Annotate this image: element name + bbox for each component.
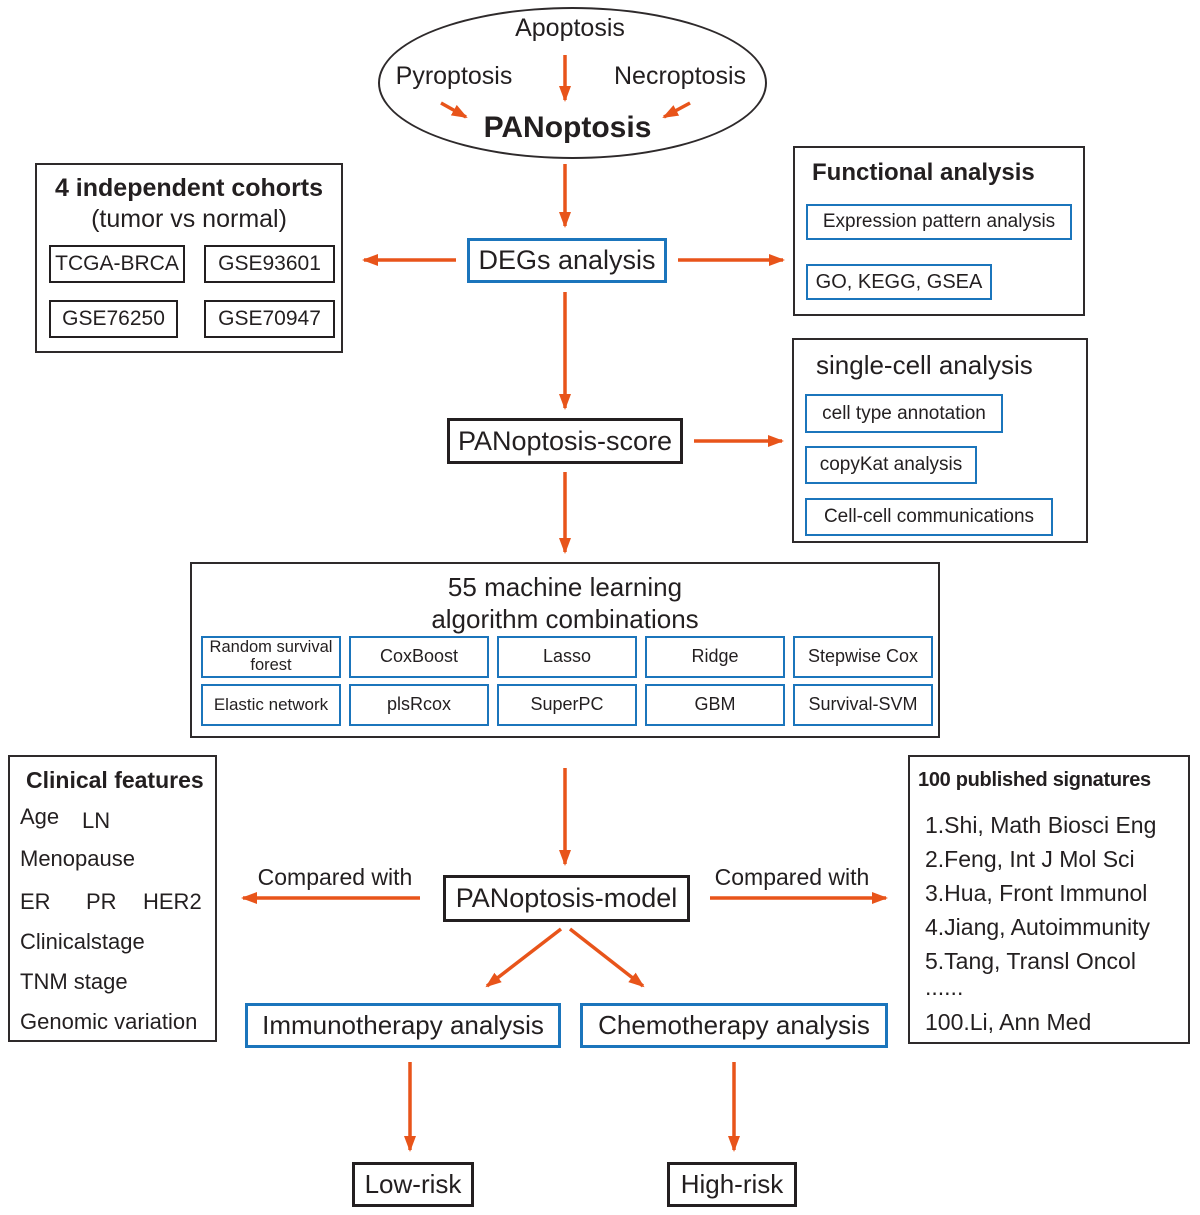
pyroptosis-label: Pyroptosis <box>395 62 513 90</box>
cohort-tcga-brca: TCGA-BRCA <box>49 245 185 283</box>
signature-item-2: 2.Feng, Int J Mol Sci <box>925 846 1135 872</box>
ml-algorithms-panel: 55 machine learning algorithm combinatio… <box>190 562 940 738</box>
high-risk-box: High-risk <box>667 1162 797 1207</box>
clinical-clinicalstage: Clinicalstage <box>20 929 145 954</box>
ml-gbm: GBM <box>645 684 785 726</box>
clinical-menopause: Menopause <box>20 846 135 871</box>
panoptosis-ellipse <box>378 7 767 159</box>
clinical-er: ER <box>20 889 51 914</box>
necroptosis-label: Necroptosis <box>614 62 746 90</box>
ml-plsrcox: plsRcox <box>349 684 489 726</box>
cohorts-subtitle: (tumor vs normal) <box>91 205 287 233</box>
signature-item-ellipsis: ...... <box>925 974 964 1000</box>
ml-title-line2: algorithm combinations <box>431 604 699 634</box>
panoptosis-score-box: PANoptosis-score <box>447 418 683 464</box>
cohort-gse76250: GSE76250 <box>49 300 178 338</box>
clinical-tnm-stage: TNM stage <box>20 969 128 994</box>
arrow-model-to-chemotherapy <box>568 927 645 988</box>
cell-cell-communications-box: Cell-cell communications <box>805 498 1053 536</box>
clinical-ln: LN <box>82 808 111 833</box>
apoptosis-label: Apoptosis <box>515 14 625 42</box>
functional-analysis-title: Functional analysis <box>812 159 1035 186</box>
published-signatures-panel: 100 published signatures 1.Shi, Math Bio… <box>908 755 1190 1044</box>
ml-lasso: Lasso <box>497 636 637 678</box>
clinical-features-title: Clinical features <box>26 767 204 793</box>
signature-item-4: 4.Jiang, Autoimmunity <box>925 914 1151 940</box>
signature-item-5: 5.Tang, Transl Oncol <box>925 948 1136 974</box>
chemotherapy-analysis-box: Chemotherapy analysis <box>580 1003 888 1048</box>
clinical-genomic-variation: Genomic variation <box>20 1009 198 1034</box>
single-cell-analysis-panel: single-cell analysis cell type annotatio… <box>792 338 1088 543</box>
ml-superpc: SuperPC <box>497 684 637 726</box>
compared-with-left-label: Compared with <box>257 864 413 890</box>
expression-pattern-analysis-box: Expression pattern analysis <box>806 204 1072 240</box>
clinical-her2: HER2 <box>143 889 202 914</box>
signatures-title: 100 published signatures <box>918 769 1151 791</box>
degs-analysis-box: DEGs analysis <box>467 238 667 283</box>
signature-item-3: 3.Hua, Front Immunol <box>925 880 1148 906</box>
signature-item-100: 100.Li, Ann Med <box>925 1009 1092 1035</box>
ml-elastic-network: Elastic network <box>201 684 341 726</box>
ml-random-survival-forest: Random survival forest <box>201 636 341 678</box>
cohorts-panel: 4 independent cohorts (tumor vs normal) … <box>35 163 343 353</box>
low-risk-box: Low-risk <box>352 1162 474 1207</box>
copykat-analysis-box: copyKat analysis <box>805 446 977 484</box>
cell-type-annotation-box: cell type annotation <box>805 394 1003 433</box>
clinical-pr: PR <box>86 889 117 914</box>
ml-survival-svm: Survival-SVM <box>793 684 933 726</box>
panoptosis-label: PANoptosis <box>483 111 652 144</box>
ml-coxboost: CoxBoost <box>349 636 489 678</box>
cohorts-title: 4 independent cohorts <box>54 174 324 202</box>
compared-with-right-label: Compared with <box>714 864 870 890</box>
cohort-gse70947: GSE70947 <box>204 300 335 338</box>
arrow-model-to-immunotherapy <box>485 927 563 988</box>
cohort-gse93601: GSE93601 <box>204 245 335 283</box>
ml-title-line1: 55 machine learning <box>447 572 683 602</box>
clinical-features-panel: Clinical features Age LN Menopause ER PR… <box>8 755 217 1042</box>
ml-ridge: Ridge <box>645 636 785 678</box>
go-kegg-gsea-box: GO, KEGG, GSEA <box>806 264 992 300</box>
signature-item-1: 1.Shi, Math Biosci Eng <box>925 812 1157 838</box>
panoptosis-model-box: PANoptosis-model <box>443 875 690 922</box>
functional-analysis-panel: Functional analysis Expression pattern a… <box>793 146 1085 316</box>
immunotherapy-analysis-box: Immunotherapy analysis <box>245 1003 561 1048</box>
ml-stepwise-cox: Stepwise Cox <box>793 636 933 678</box>
single-cell-analysis-title: single-cell analysis <box>816 350 1033 380</box>
clinical-age: Age <box>20 804 60 829</box>
